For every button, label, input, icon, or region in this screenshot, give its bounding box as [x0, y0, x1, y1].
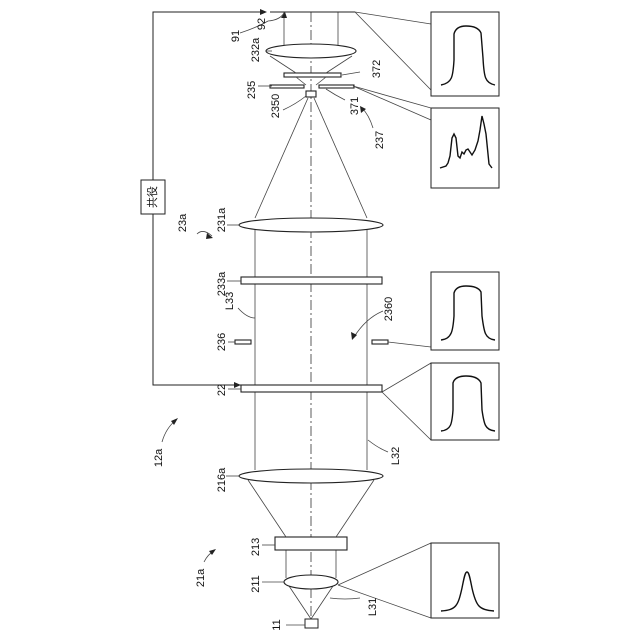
beam-213-216a-left [248, 480, 286, 537]
pinhole-2350 [306, 91, 316, 97]
leader-aperture [388, 342, 431, 347]
label-11: 11 [271, 619, 283, 630]
label-21a: 21a [195, 568, 207, 587]
label-2350: 2350 [270, 94, 282, 118]
light-source-11 [305, 619, 318, 628]
leader-L32 [368, 440, 388, 452]
label-237: 237 [374, 131, 386, 149]
leader-L31 [330, 598, 360, 599]
label-371: 371 [349, 97, 361, 115]
leader-filter22-a [382, 363, 431, 392]
aperture-236-right [372, 340, 388, 344]
label-92: 92 [256, 18, 268, 30]
plate-372 [284, 73, 341, 77]
label-L31: L31 [367, 598, 379, 616]
beam-372-232a-left [270, 56, 296, 73]
leader-detector-a [355, 12, 431, 24]
leader-source-b [338, 585, 431, 618]
label-91: 91 [230, 30, 242, 42]
inset-graph-detector [431, 12, 499, 96]
filter-233a [241, 277, 382, 284]
leader-detector-b [355, 12, 431, 90]
label-216a: 216a [216, 467, 228, 492]
conjugate-arrow-bottom [234, 382, 241, 388]
beam-213-216a-right [336, 480, 374, 537]
element-213 [275, 537, 347, 550]
lens-231a [239, 218, 383, 232]
kyoyaku-label: 共役 [145, 186, 159, 208]
lens-232a [266, 44, 356, 58]
leader-L33 [238, 308, 255, 318]
filter-22 [241, 385, 382, 392]
beam-pinhole-right [316, 77, 326, 85]
label-372: 372 [371, 60, 383, 78]
leader-pinhole-b [353, 86, 431, 120]
leader-pinhole-a [353, 86, 431, 108]
label-22: 22 [216, 384, 228, 396]
plate-371 [319, 85, 354, 88]
label-L32: L32 [390, 447, 402, 465]
conjugate-arrow-top [260, 9, 267, 15]
label-211: 211 [250, 575, 262, 593]
leader-2350 [283, 96, 306, 110]
conjugate-bracket [153, 12, 265, 385]
leader-2360 [354, 311, 383, 337]
label-231a: 231a [216, 207, 228, 232]
plate-235 [270, 85, 304, 88]
beam-372-232a-right [326, 56, 352, 73]
inset-graph-pinhole [431, 108, 499, 188]
label-233a: 233a [216, 271, 228, 296]
label-23a: 23a [177, 213, 189, 232]
inset-graph-source [431, 543, 499, 618]
leader-source-a [338, 543, 431, 585]
beam-pinhole-left [296, 77, 306, 85]
label-235: 235 [246, 81, 258, 99]
lens-211 [284, 575, 338, 589]
label-236: 236 [216, 333, 228, 351]
leader-371 [326, 89, 345, 100]
label-232a: 232a [250, 37, 262, 62]
leader-237 [362, 108, 373, 128]
label-2360: 2360 [383, 297, 395, 321]
lens-216a [239, 469, 383, 483]
leader-372 [342, 72, 360, 75]
leader-filter22-b [382, 392, 431, 440]
label-12a: 12a [153, 448, 165, 467]
aperture-236-left [235, 340, 251, 344]
label-213: 213 [250, 538, 262, 556]
leader-92 [268, 13, 284, 21]
